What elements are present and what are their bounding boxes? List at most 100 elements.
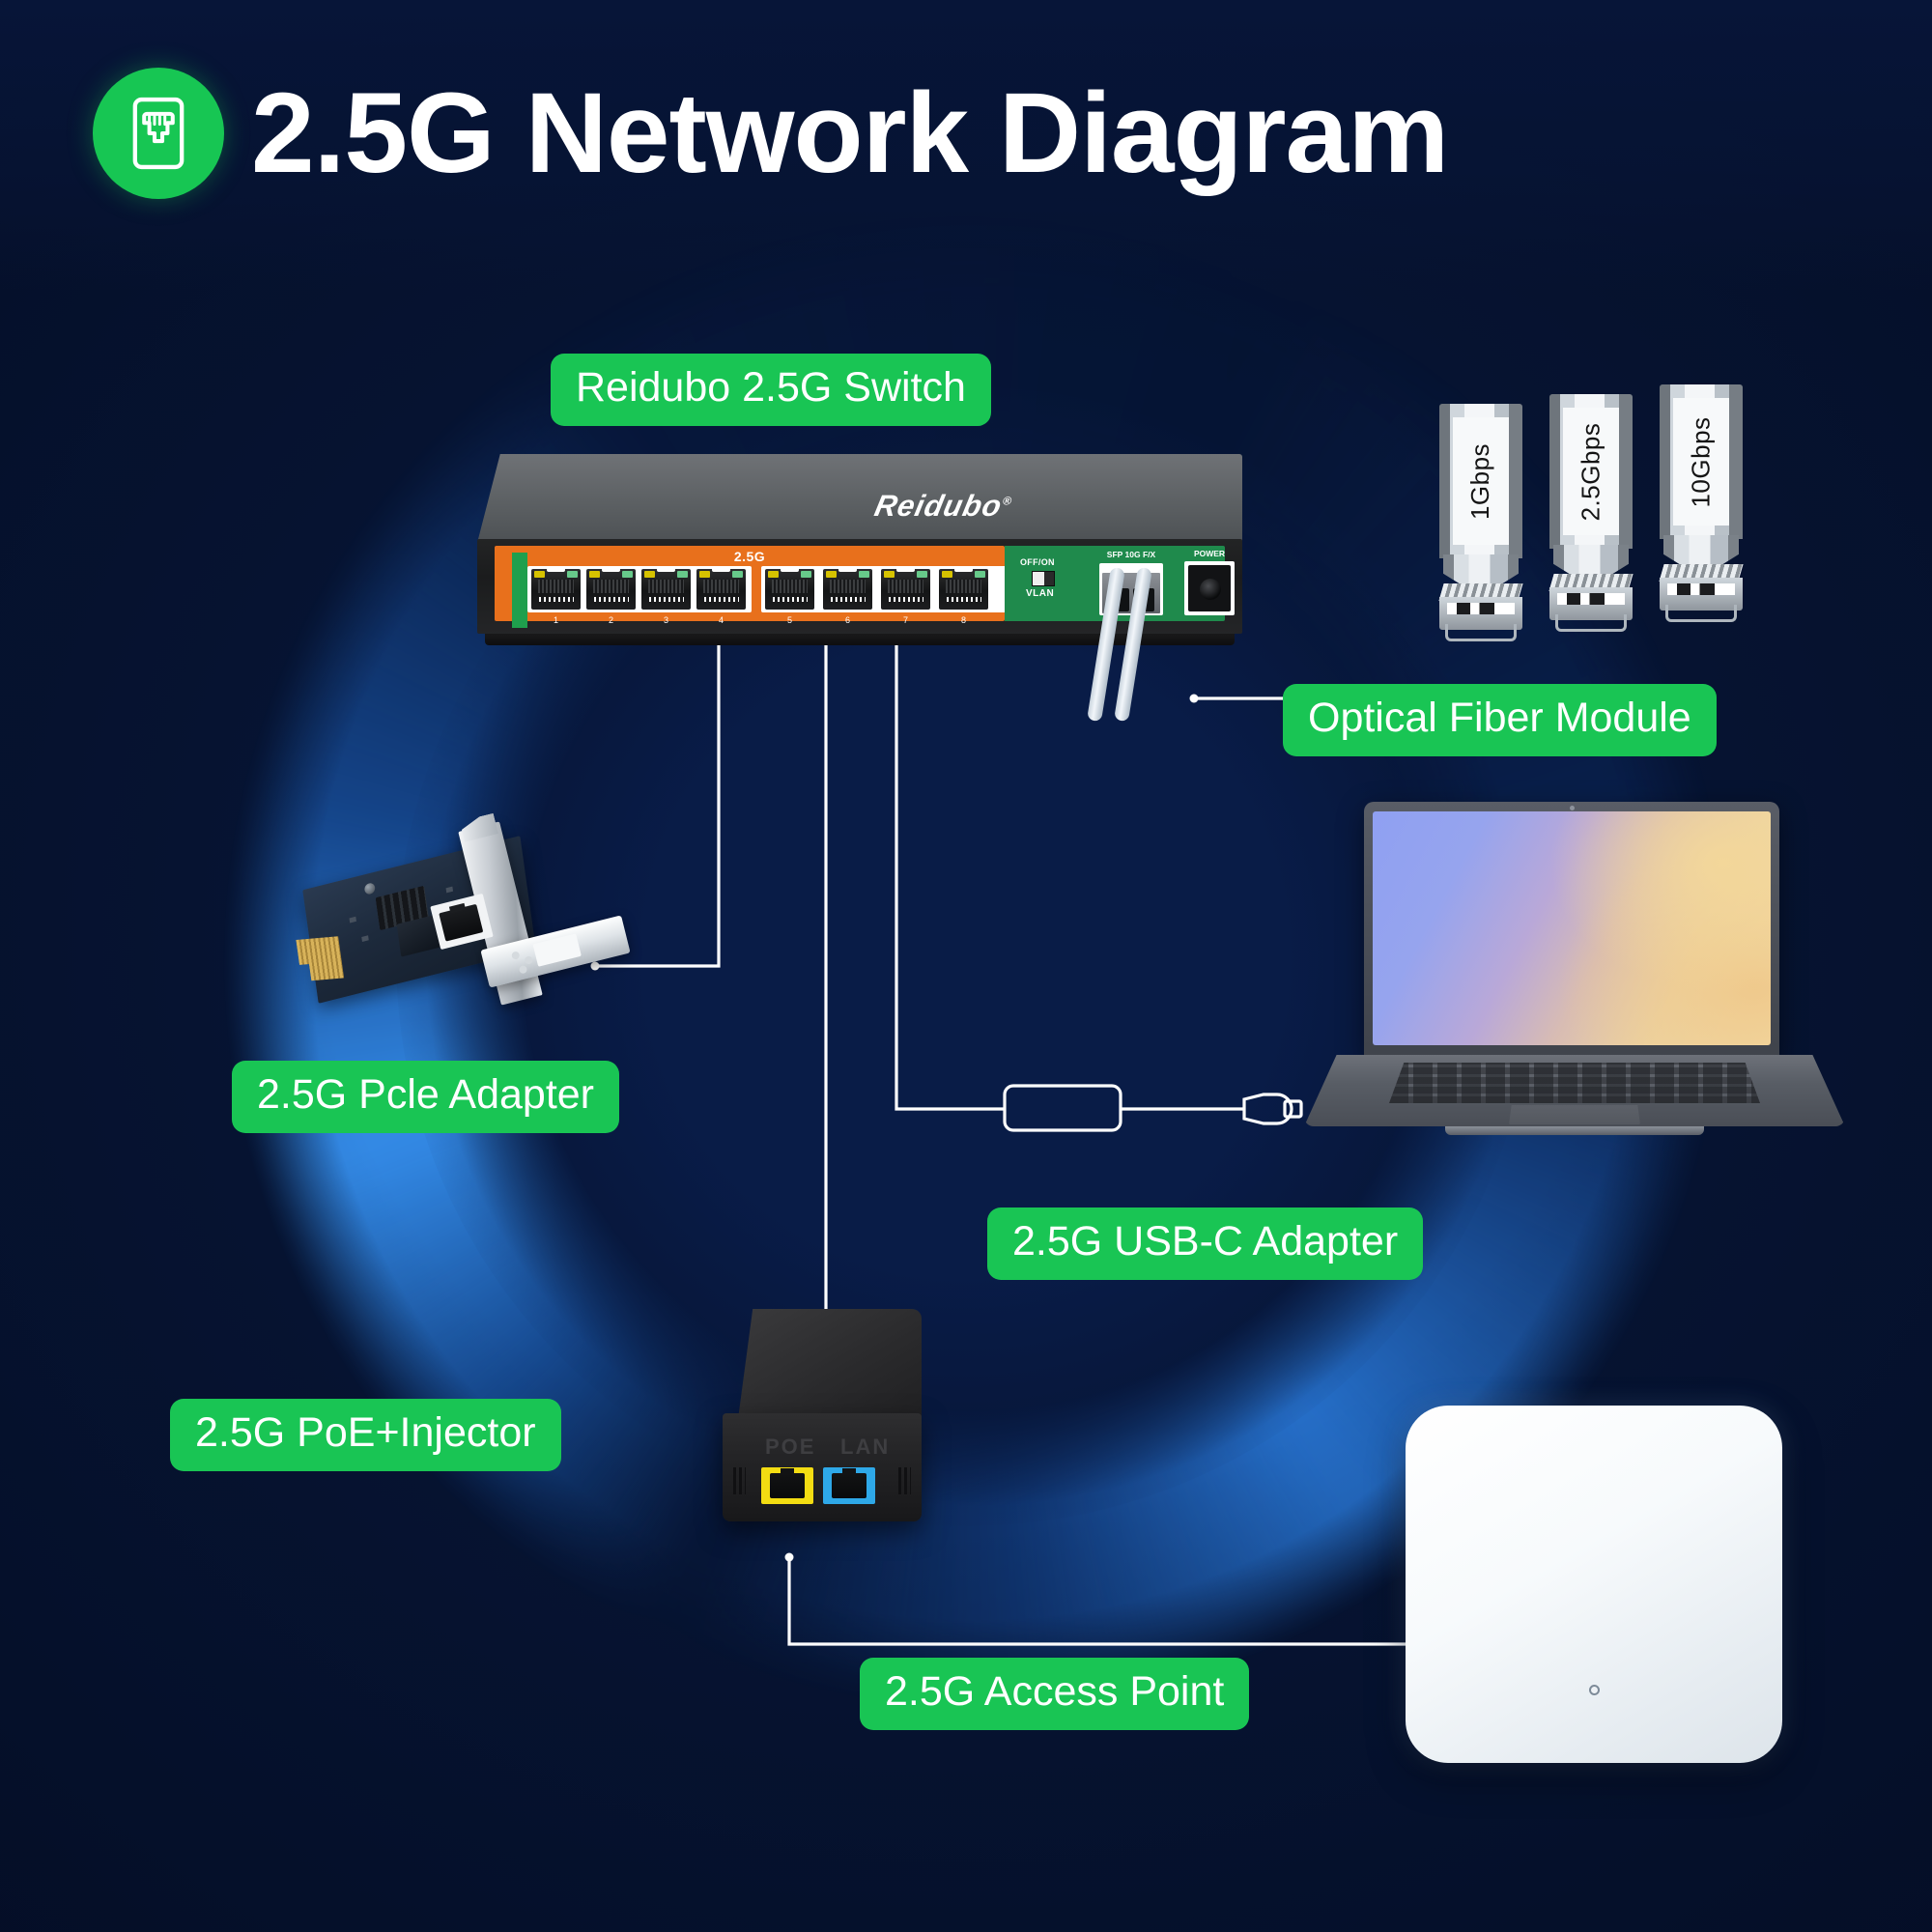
- power-jack-inner: [1188, 565, 1231, 611]
- port-pins: [704, 597, 739, 602]
- access-point-body: [1406, 1406, 1782, 1763]
- laptop[interactable]: [1304, 802, 1845, 1150]
- rj45-port-7[interactable]: [881, 566, 930, 610]
- port-number-8: 8: [960, 615, 966, 625]
- port-slot: [772, 580, 808, 593]
- label-access-point: 2.5G Access Point: [860, 1658, 1250, 1730]
- switch-brand-mark: ®: [1001, 494, 1014, 508]
- vlan-toggle-switch[interactable]: [1032, 571, 1055, 586]
- port-pins: [594, 597, 629, 602]
- label-switch: Reidubo 2.5G Switch: [551, 354, 991, 426]
- port-led-link: [534, 571, 545, 578]
- port-pins: [831, 597, 866, 602]
- sfp-module-label: 1Gbps: [1453, 417, 1509, 545]
- sfp-module-bail-latch[interactable]: [1665, 605, 1737, 622]
- rj45-port-8[interactable]: [939, 566, 988, 610]
- sfp-module-speed: 10Gbps: [1686, 415, 1716, 508]
- pcie-smd-component: [349, 916, 356, 923]
- switch-brand-name: Reidubo: [871, 489, 1006, 523]
- laptop-keyboard[interactable]: [1389, 1063, 1760, 1103]
- rj45-port-6[interactable]: [823, 566, 872, 610]
- label-usbc-adapter: 2.5G USB-C Adapter: [987, 1208, 1424, 1280]
- label-pcie-adapter: 2.5G Pcle Adapter: [232, 1061, 619, 1133]
- rj45-port-group-left: [527, 566, 752, 612]
- poe-injector-front-face: POE LAN: [723, 1413, 922, 1521]
- port-slot: [888, 580, 923, 593]
- power-jack-barrel: [1200, 579, 1221, 600]
- sfp-module-speed: 1Gbps: [1465, 442, 1495, 520]
- label-poe-injector: 2.5G PoE+Injector: [170, 1399, 561, 1471]
- sfp-module-connector: [1549, 587, 1633, 620]
- switch-brand-logo: Reidubo®: [871, 489, 1014, 524]
- sfp-module-label: 2.5Gbps: [1563, 408, 1619, 535]
- bracket-led-hole: [510, 951, 521, 960]
- poe-output-port[interactable]: [761, 1467, 813, 1504]
- page-title: 2.5G Network Diagram: [251, 70, 1449, 197]
- pcie-smd-component: [445, 886, 454, 894]
- port-number-7: 7: [902, 615, 908, 625]
- laptop-trackpad[interactable]: [1509, 1105, 1640, 1124]
- bracket-led-hole: [524, 955, 534, 965]
- port-number-6: 6: [844, 615, 850, 625]
- rj45-port-2[interactable]: [586, 566, 636, 610]
- sfp-module-1gbps[interactable]: 1Gbps: [1438, 404, 1523, 645]
- vlan-switch-top-label: OFF/ON: [1020, 557, 1055, 567]
- lan-port-opening: [832, 1468, 867, 1498]
- port-led-act: [801, 571, 811, 578]
- port-led-act: [917, 571, 927, 578]
- port-slot: [538, 580, 574, 593]
- switch-bottom-edge: [485, 634, 1235, 645]
- poe-vent-left: [733, 1467, 746, 1494]
- sfp-module-connector: [1660, 578, 1743, 611]
- pcie-network-adapter[interactable]: [290, 813, 631, 1038]
- rj45-port-1[interactable]: [531, 566, 581, 610]
- sfp-module-10gbps[interactable]: 10Gbps: [1659, 384, 1744, 626]
- laptop-webcam: [1570, 806, 1575, 810]
- port-led-act: [567, 571, 578, 578]
- switch-rj45-panel: 2.5G: [495, 546, 1012, 628]
- sfp-module-bail-latch[interactable]: [1445, 624, 1517, 641]
- wireless-access-point[interactable]: [1406, 1406, 1782, 1769]
- pcie-smd-component: [361, 935, 369, 942]
- sfp-module-body: 1Gbps: [1439, 404, 1522, 558]
- poe-injector[interactable]: POE LAN: [723, 1309, 937, 1541]
- switch-front-panel: 2.5G: [477, 539, 1242, 634]
- access-point-status-led: [1589, 1684, 1600, 1695]
- bracket-port-cutout: [532, 933, 582, 967]
- port-number-2: 2: [608, 615, 613, 625]
- port-pins: [539, 597, 574, 602]
- port-number-5: 5: [786, 615, 792, 625]
- port-led-link: [826, 571, 837, 578]
- power-jack-label: POWER: [1193, 549, 1226, 558]
- rj45-port-4[interactable]: [696, 566, 746, 610]
- port-led-act: [732, 571, 743, 578]
- port-slot: [703, 580, 739, 593]
- rj45-port-3[interactable]: [641, 566, 691, 610]
- rj45-port-5[interactable]: [765, 566, 814, 610]
- sfp-port-label: SFP 10G F/X: [1106, 550, 1156, 559]
- port-number-3: 3: [663, 615, 668, 625]
- lan-input-port[interactable]: [823, 1467, 875, 1504]
- port-led-act: [677, 571, 688, 578]
- port-number-4: 4: [718, 615, 724, 625]
- sfp-module-label: 10Gbps: [1673, 398, 1729, 526]
- laptop-screen: [1373, 811, 1771, 1045]
- port-pins: [889, 597, 923, 602]
- sfp-module-2_5gbps[interactable]: 2.5Gbps: [1548, 394, 1634, 636]
- rj45-ethernet-icon: [132, 97, 185, 170]
- power-jack[interactable]: [1184, 561, 1235, 615]
- pcie-bracket-tab: [460, 813, 498, 842]
- port-pins: [947, 597, 981, 602]
- port-led-link: [644, 571, 655, 578]
- network-switch[interactable]: Reidubo® 2.5G: [477, 454, 1242, 723]
- sfp-module-connector: [1439, 597, 1522, 630]
- laptop-lid: [1364, 802, 1779, 1059]
- sfp-module-bail-latch[interactable]: [1555, 614, 1627, 632]
- vlan-switch-bottom-label: VLAN: [1026, 588, 1055, 599]
- poe-port-opening: [770, 1468, 805, 1498]
- port-slot: [946, 580, 981, 593]
- port-led-act: [975, 571, 985, 578]
- port-led-link: [699, 571, 710, 578]
- sfp-module-body: 2.5Gbps: [1549, 394, 1633, 549]
- port-led-act: [859, 571, 869, 578]
